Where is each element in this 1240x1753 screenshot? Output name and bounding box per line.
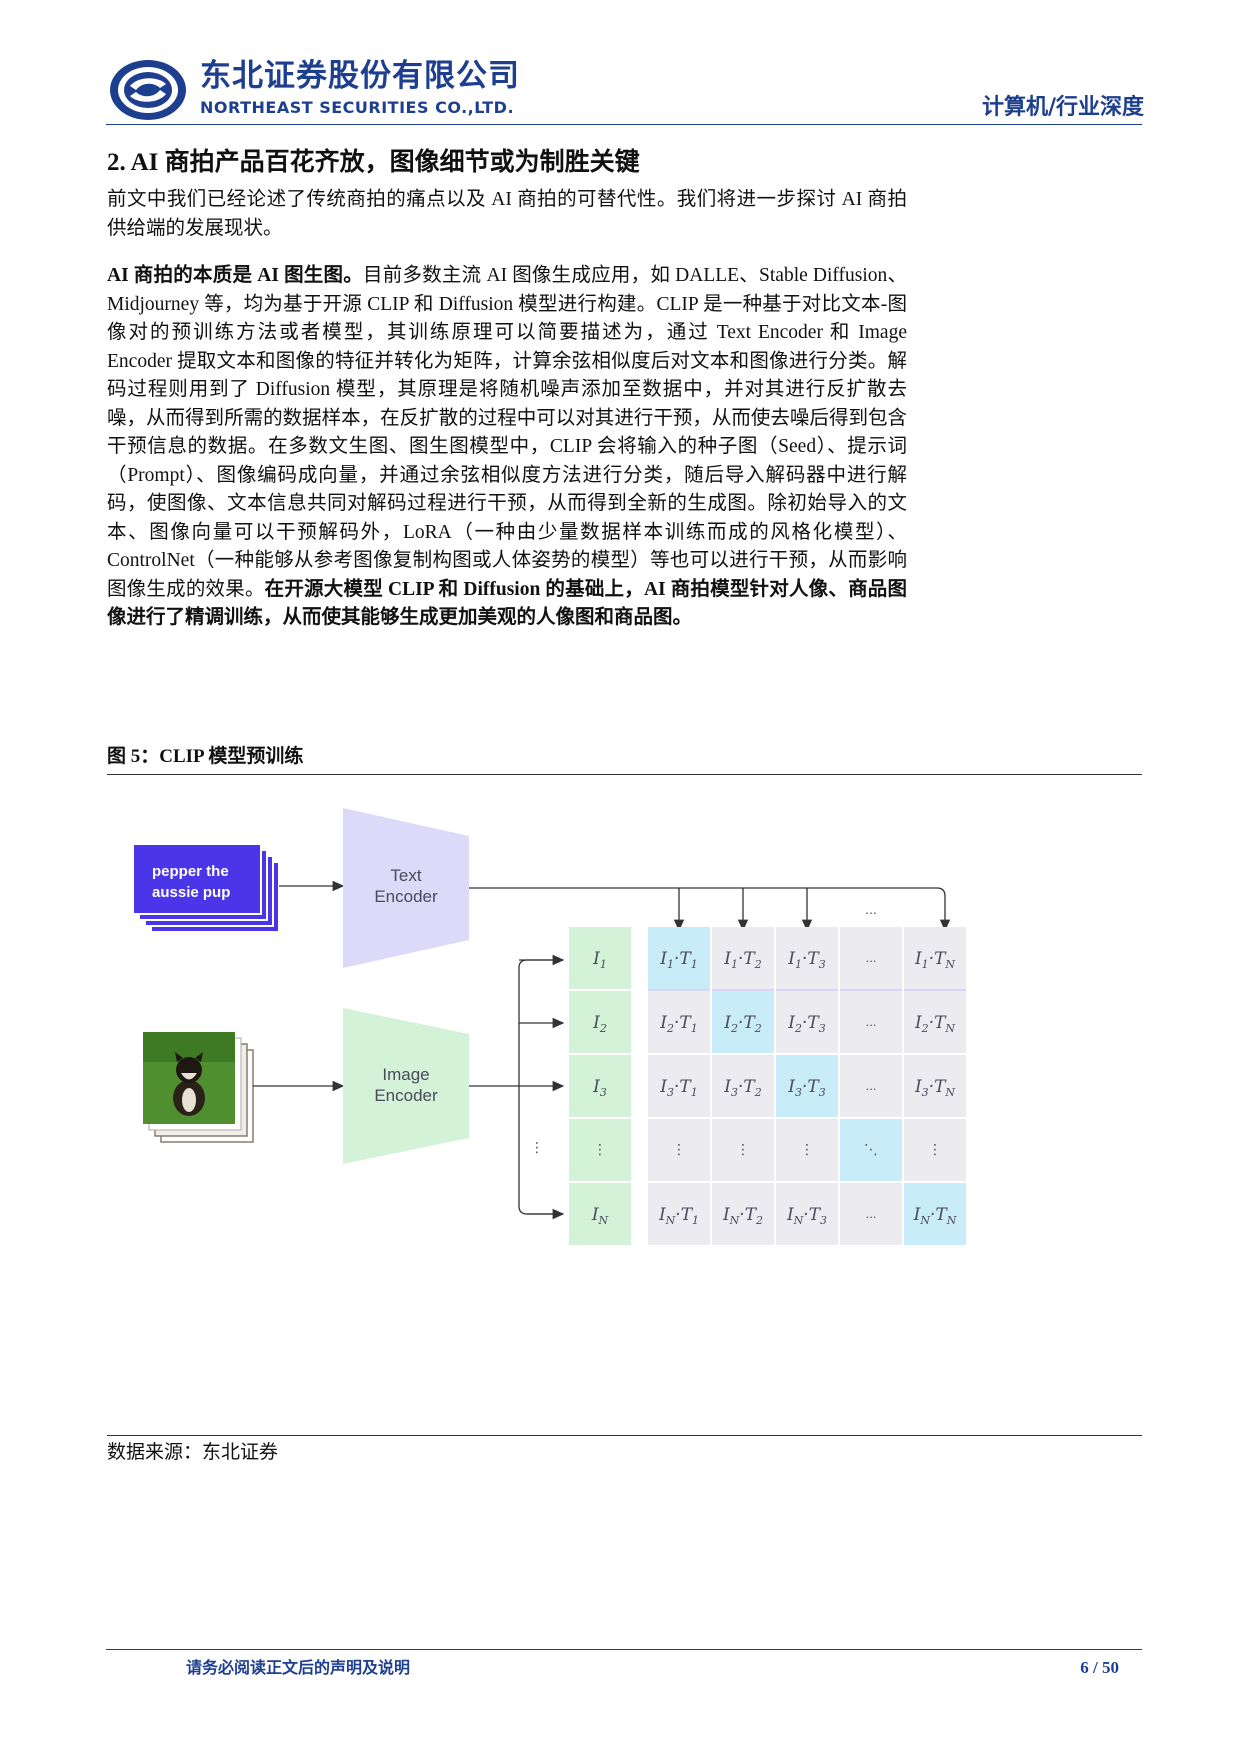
paragraph-body: 目前多数主流 AI 图像生成应用，如 DALLE、Stable Diffusio… [107, 265, 907, 600]
svg-text:I2·T3: I2·T3 [787, 1013, 825, 1035]
intro-paragraph: 前文中我们已经论述了传统商拍的痛点以及 AI 商拍的可替代性。我们将进一步探讨 … [107, 186, 907, 243]
section-tag: 计算机/行业深度 [982, 96, 1144, 120]
body-paragraph: AI 商拍的本质是 AI 图生图。目前多数主流 AI 图像生成应用，如 DALL… [107, 262, 907, 633]
footer-divider [106, 1649, 1142, 1650]
figure-bottom-rule [107, 1435, 1142, 1436]
svg-text:...: ... [866, 1078, 877, 1093]
svg-text:IN·T3: IN·T3 [786, 1205, 827, 1227]
svg-text:IN·T1: IN·T1 [658, 1205, 699, 1227]
svg-text:IN·TN: IN·TN [913, 1205, 957, 1227]
svg-text:I2·T1: I2·T1 [659, 1013, 697, 1035]
company-logo [108, 58, 188, 122]
svg-text:I3·TN: I3·TN [914, 1077, 955, 1099]
svg-text:IN: IN [591, 1205, 609, 1227]
company-name-en: NORTHEAST SECURITIES CO.,LTD. [200, 99, 514, 117]
svg-text:⋮: ⋮ [736, 1141, 750, 1157]
svg-text:I3·T1: I3·T1 [659, 1077, 697, 1099]
disclaimer-note: 请务必阅读正文后的声明及说明 [186, 1658, 410, 1678]
svg-text:⋮: ⋮ [593, 1141, 607, 1157]
svg-text:⋮: ⋮ [800, 1141, 814, 1157]
svg-text:...: ... [866, 1014, 877, 1029]
svg-text:I1·T1: I1·T1 [659, 949, 697, 971]
svg-text:I1·T3: I1·T3 [787, 949, 825, 971]
svg-text:I2·T2: I2·T2 [723, 1013, 761, 1035]
figure-top-rule [107, 774, 1142, 775]
svg-text:I1·TN: I1·TN [914, 949, 955, 971]
figure-source: 数据来源：东北证券 [107, 1440, 278, 1466]
svg-text:⋮: ⋮ [928, 1141, 942, 1157]
company-name-cn: 东北证券股份有限公司 [200, 58, 520, 94]
svg-text:I1: I1 [592, 949, 607, 971]
clip-diagram-labels: I1 I2 I3 ⋮ IN I1·T1 I1·T2 I1·T3 ... I1·T… [107, 780, 1142, 1430]
page-number: 6 / 50 [1080, 1658, 1119, 1678]
svg-text:I3·T3: I3·T3 [787, 1077, 825, 1099]
figure-title: 图 5：CLIP 模型预训练 [107, 745, 303, 769]
svg-text:I2·TN: I2·TN [914, 1013, 955, 1035]
svg-text:...: ... [866, 950, 877, 965]
svg-text:I3: I3 [592, 1077, 607, 1099]
header-divider [106, 124, 1142, 125]
svg-text:IN·T2: IN·T2 [722, 1205, 763, 1227]
svg-text:I2: I2 [592, 1013, 607, 1035]
svg-text:I3·T2: I3·T2 [723, 1077, 761, 1099]
svg-text:⋱: ⋱ [864, 1141, 878, 1157]
paragraph-lead: AI 商拍的本质是 AI 图生图。 [107, 265, 363, 286]
svg-text:⋮: ⋮ [672, 1141, 686, 1157]
svg-text:I1·T2: I1·T2 [723, 949, 761, 971]
section-heading: 2. AI 商拍产品百花齐放，图像细节或为制胜关键 [107, 146, 640, 180]
svg-text:...: ... [866, 1206, 877, 1221]
